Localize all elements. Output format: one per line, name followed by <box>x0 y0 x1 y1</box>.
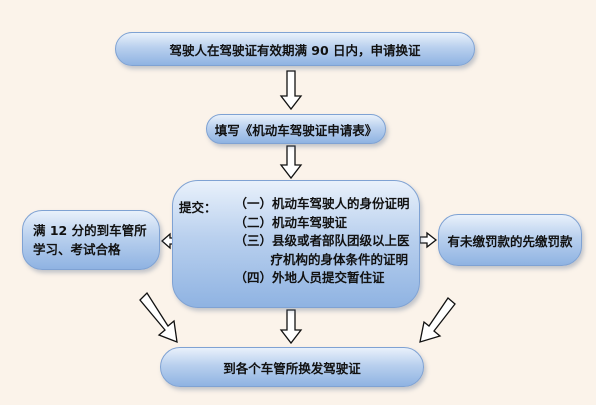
step-apply-renewal-text: 驾驶人在驾驶证有效期满 90 日内，申请换证 <box>169 42 421 58</box>
step-issue-license: 到各个车管所换发驾驶证 <box>160 347 424 387</box>
submit-item-4: （四）外地人员提交暂住证 <box>234 270 385 285</box>
submit-item-3: （三）县级或者部队团级以上医 <box>234 233 410 248</box>
step-submit-documents: 提交： （一）机动车驾驶人的身份证明 （二）机动车驾驶证 （三）县级或者部队团级… <box>172 180 420 308</box>
step-points-study-exam: 满 12 分的到车管所 学习、考试合格 <box>22 210 160 270</box>
step-fill-form: 填写《机动车驾驶证申请表》 <box>206 114 386 144</box>
arrow-left-to-bottom <box>139 291 178 344</box>
step-pay-fines-text: 有未缴罚款的先缴罚款 <box>447 233 573 249</box>
arrow-submit-to-right <box>419 231 438 249</box>
step-points-line-1: 满 12 分的到车管所 <box>33 223 147 238</box>
step-pay-fines: 有未缴罚款的先缴罚款 <box>438 214 582 266</box>
step-apply-renewal: 驾驶人在驾驶证有效期满 90 日内，申请换证 <box>115 32 475 66</box>
submit-document-list: （一）机动车驾驶人的身份证明 （二）机动车驾驶证 （三）县级或者部队团级以上医 … <box>235 195 410 288</box>
submit-item-3-continued: 疗机构的身体条件的证明 <box>270 251 409 267</box>
arrow-top-to-form <box>279 70 303 111</box>
step-issue-license-text: 到各个车管所换发驾驶证 <box>223 360 361 376</box>
arrow-right-to-bottom <box>419 297 456 343</box>
step-fill-form-text: 填写《机动车驾驶证申请表》 <box>214 122 378 138</box>
submit-item-1: （一）机动车驾驶人的身份证明 <box>234 196 410 211</box>
step-points-line-2: 学习、考试合格 <box>33 242 121 257</box>
arrow-submit-to-bottom <box>279 309 303 345</box>
submit-item-2: （二）机动车驾驶证 <box>234 214 348 230</box>
submit-label: 提交： <box>179 200 217 215</box>
arrow-form-to-submit <box>279 145 303 180</box>
